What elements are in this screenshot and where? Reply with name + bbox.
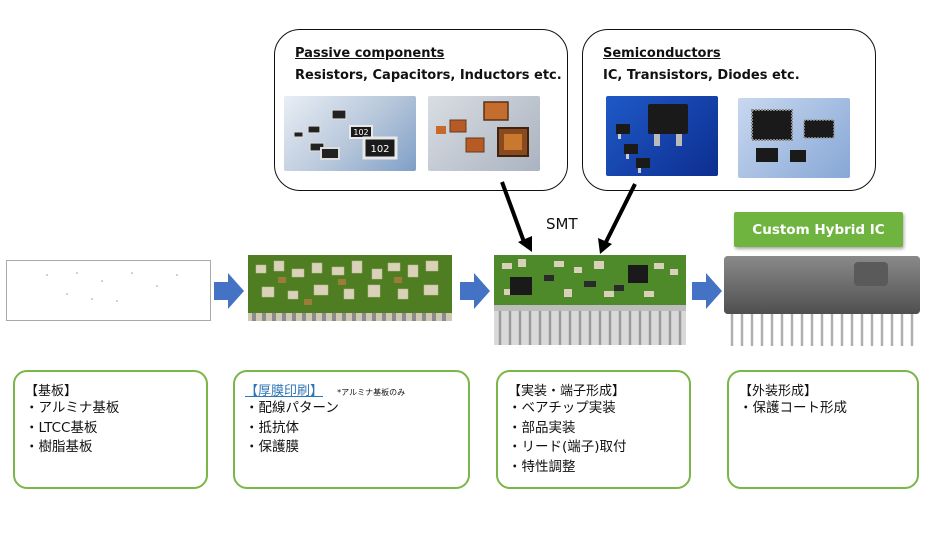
stage-mounting-item: ・部品実装: [508, 419, 576, 436]
stage-thick-film-heading-row: 【厚膜印刷】 *アルミナ基板のみ: [245, 380, 405, 399]
semiconductors-subtitle: IC, Transistors, Diodes etc.: [603, 68, 800, 83]
stage-mounting-box: 【実装・端子形成】 ・ベアチップ実装 ・部品実装 ・リード(端子)取付 ・特性調…: [496, 370, 691, 489]
smt-label: SMT: [546, 215, 578, 233]
chip-marking: 102: [353, 128, 368, 137]
stage-coating-box: 【外装形成】 ・保護コート形成: [727, 370, 919, 489]
assembled-board-image: [494, 255, 686, 345]
ic-packages-photo: [738, 98, 850, 178]
stage-substrate-item: ・樹脂基板: [25, 439, 93, 455]
flow-arrow-3: [692, 273, 722, 309]
resistor-chips-photo: 102 102: [284, 96, 416, 171]
stage-coating-heading: 【外装形成】: [739, 384, 818, 399]
smt-arrows: [500, 181, 637, 254]
stage-thick-film-item: ・抵抗体: [245, 419, 299, 436]
stage-mounting-item: ・特性調整: [508, 458, 576, 475]
stage-thick-film-item: ・保護膜: [245, 439, 299, 455]
stage-thick-film-box: 【厚膜印刷】 *アルミナ基板のみ ・配線パターン ・抵抗体 ・保護膜: [233, 370, 470, 489]
semiconductors-title: Semiconductors: [603, 46, 721, 61]
thick-film-printed-substrate-image: [248, 255, 452, 321]
transistor-packages-photo: [606, 96, 718, 176]
substrate-image: [6, 260, 211, 321]
stage-mounting-heading: 【実装・端子形成】: [508, 384, 626, 399]
finished-hybrid-ic-image: [724, 256, 920, 346]
inductor-chips-photo: [428, 96, 540, 171]
chip-marking-large: 102: [370, 144, 389, 155]
stage-substrate-item: ・LTCC基板: [25, 419, 98, 436]
stage-substrate-heading: 【基板】: [25, 384, 78, 399]
stage-mounting-item: ・ベアチップ実装: [508, 400, 616, 416]
flow-arrow-1: [214, 273, 244, 309]
stage-substrate-box: 【基板】 ・アルミナ基板 ・LTCC基板 ・樹脂基板: [13, 370, 208, 489]
stage-thick-film-item: ・配線パターン: [245, 400, 339, 416]
passive-components-subtitle: Resistors, Capacitors, Inductors etc.: [295, 68, 562, 83]
custom-hybrid-ic-badge: Custom Hybrid IC: [734, 212, 903, 247]
stage-mounting-item: ・リード(端子)取付: [508, 439, 627, 455]
stage-thick-film-heading: 【厚膜印刷】: [245, 384, 324, 399]
stage-coating-item: ・保護コート形成: [739, 400, 847, 416]
stage-substrate-item: ・アルミナ基板: [25, 400, 120, 416]
stage-thick-film-note: *アルミナ基板のみ: [337, 388, 406, 397]
passive-components-title: Passive components: [295, 46, 445, 61]
flow-arrow-2: [460, 273, 490, 309]
